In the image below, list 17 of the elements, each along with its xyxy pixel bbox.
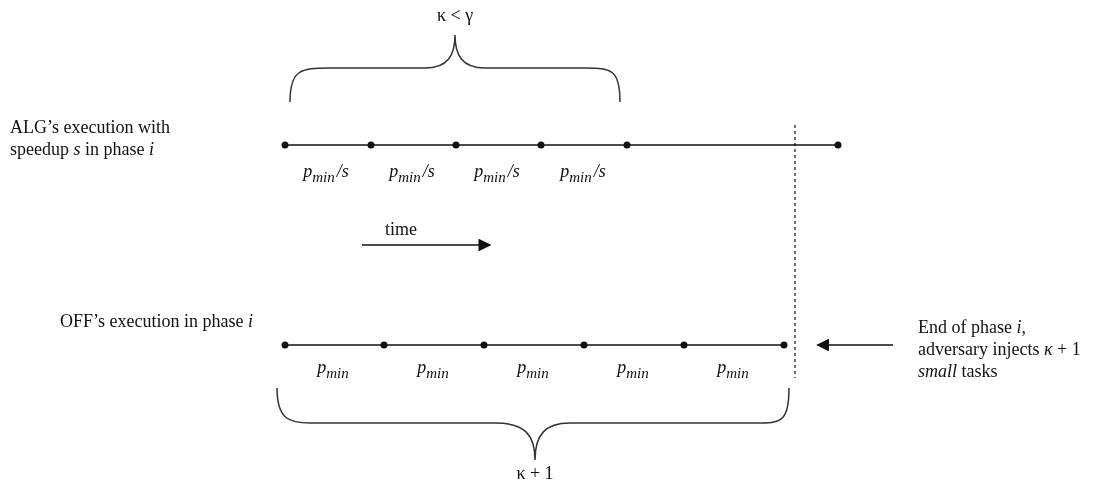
segment-label: p$_{min}$ xyxy=(315,356,350,383)
row-label: OFF’s execution in phase i xyxy=(60,310,254,332)
segment-label: p$_{min}$/s xyxy=(387,160,436,187)
segment-label: p$_{min}$ xyxy=(715,356,750,383)
end-point xyxy=(780,341,788,349)
segment-label: p$_{min}$/s xyxy=(558,160,607,187)
segment-label: p$_{min}$ xyxy=(415,356,450,383)
axis-label: time xyxy=(385,218,418,240)
segment-label: p$_{min}$ xyxy=(615,356,650,383)
brace-label: κ < γ xyxy=(435,4,475,26)
arrow xyxy=(816,338,894,352)
segment-label: p$_{min}$ xyxy=(515,356,550,383)
segment-label: p$_{min}$/s xyxy=(301,160,350,187)
segment-label: p$_{min}$/s xyxy=(472,160,521,187)
brace-label: κ + 1 xyxy=(515,462,555,484)
note-text: End of phase i, adversary injects κ + 1 small tasks xyxy=(918,316,1088,382)
row-label: ALG’s execution with speedup s in phase i xyxy=(10,116,171,160)
